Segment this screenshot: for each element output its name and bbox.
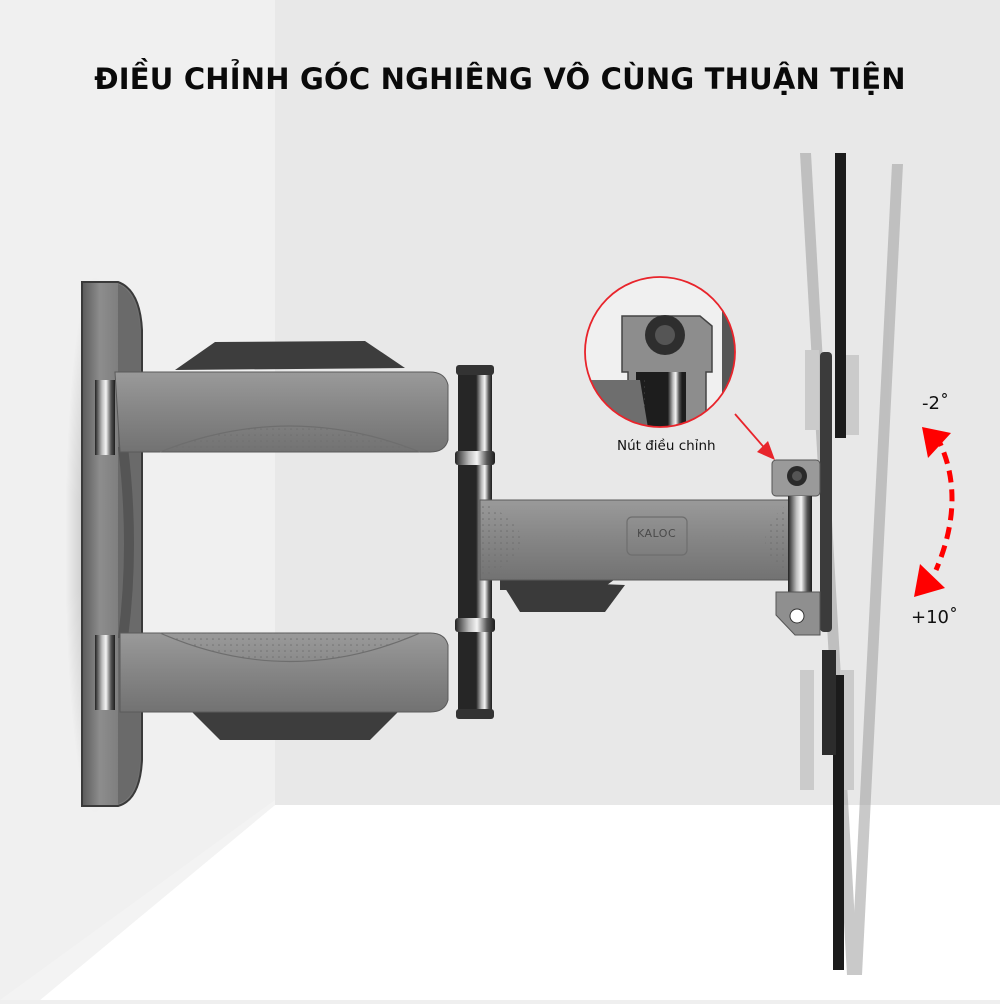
tilt-angle-down-label: +10˚ xyxy=(911,607,958,628)
tilt-angle-up-label: -2˚ xyxy=(922,393,949,414)
tilt-range-arrow-icon xyxy=(914,427,955,597)
callout-label-adjust-knob: Nút điều chỉnh xyxy=(617,438,716,454)
callout-pointer-line xyxy=(734,413,769,453)
headline: ĐIỀU CHỈNH GÓC NGHIÊNG VÔ CÙNG THUẬN TIỆ… xyxy=(94,62,906,96)
callout-arrowhead-icon xyxy=(757,441,775,460)
brand-logo: KALOC xyxy=(637,527,677,540)
